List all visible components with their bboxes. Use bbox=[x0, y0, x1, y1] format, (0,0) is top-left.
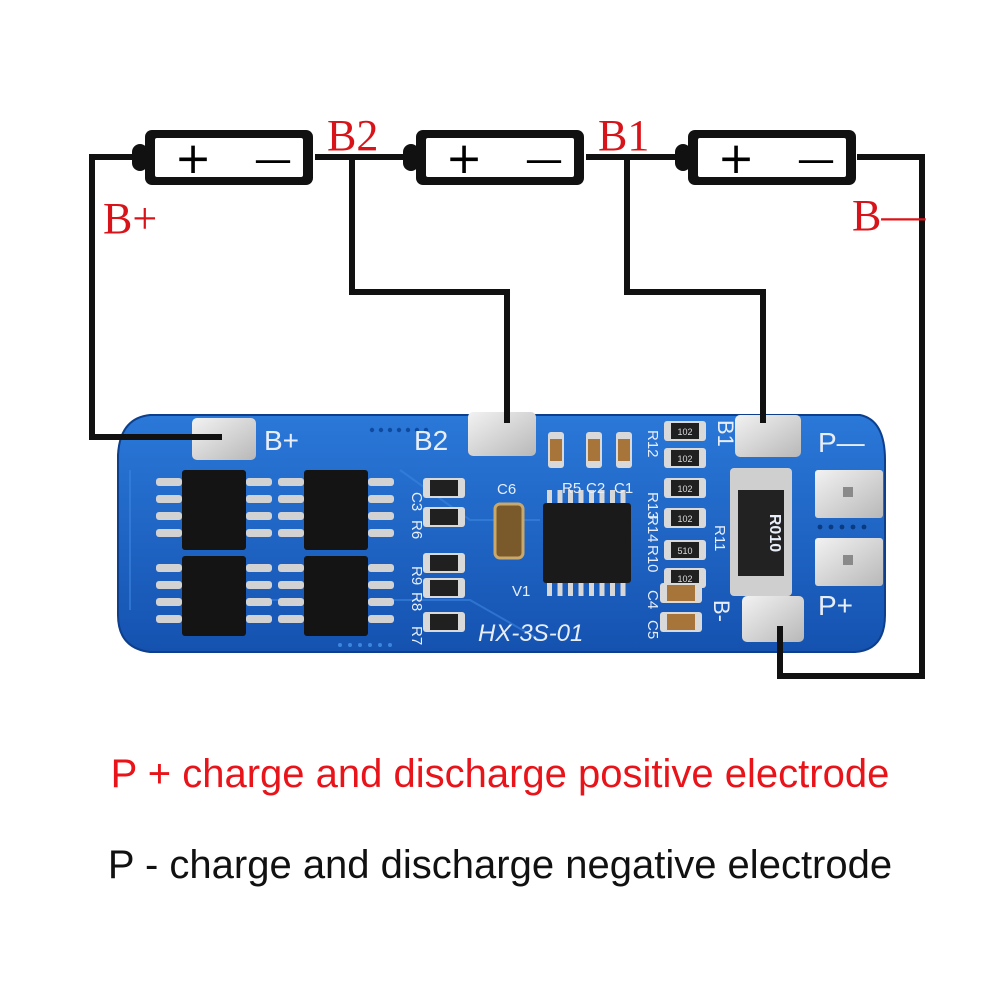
designator-label: R5 bbox=[562, 480, 581, 497]
smd-chip bbox=[616, 432, 632, 468]
designator-label: R10 bbox=[644, 545, 661, 573]
cell-2-plus: + bbox=[446, 133, 483, 184]
mosfet-chip bbox=[278, 556, 394, 636]
designator-label: R6 bbox=[408, 520, 425, 539]
wire-b2 bbox=[315, 154, 510, 423]
chip-marking: 102 bbox=[677, 427, 692, 437]
wire-b1 bbox=[586, 154, 766, 423]
designator-label: R7 bbox=[408, 626, 425, 645]
caption-p-minus: P - charge and discharge negative electr… bbox=[107, 843, 893, 887]
chip-marking: 102 bbox=[677, 574, 692, 584]
mosfet-chip bbox=[278, 470, 394, 550]
mosfet-chip bbox=[156, 470, 272, 550]
pad-b2 bbox=[468, 412, 536, 456]
cell-1-minus: — bbox=[254, 137, 292, 181]
designator-label: R12 bbox=[644, 430, 661, 458]
resistor-marking: R010 bbox=[766, 514, 783, 552]
smd-chip bbox=[664, 478, 706, 498]
cell-1-plus: + bbox=[175, 133, 212, 184]
cell-3-minus: — bbox=[797, 137, 835, 181]
designator-label: R11 bbox=[711, 525, 728, 551]
battery-pack: + — + — + — bbox=[132, 130, 856, 185]
pad-b-minus bbox=[742, 596, 804, 642]
smd-chip bbox=[664, 540, 706, 560]
bms-board: 102 102 102 102 510 102 R010 B+ B2 B1 P— B- P… bbox=[117, 412, 886, 653]
smd-chip bbox=[660, 612, 702, 632]
wiring bbox=[89, 154, 925, 679]
silk-p-plus: P+ bbox=[818, 590, 853, 621]
label-b2: B2 bbox=[327, 111, 378, 160]
designator-label: C6 bbox=[497, 481, 516, 498]
designator-label: C1 bbox=[614, 480, 633, 497]
designator-label: V1 bbox=[512, 583, 530, 600]
smd-chip bbox=[664, 508, 706, 528]
smd-chip bbox=[423, 578, 465, 598]
wire-b-minus bbox=[777, 154, 925, 679]
sense-resistor: R010 bbox=[730, 468, 792, 596]
battery-cell-1: + — bbox=[132, 130, 313, 185]
label-b1: B1 bbox=[598, 111, 649, 160]
smd-chip bbox=[664, 421, 706, 441]
silk-b1: B1 bbox=[713, 420, 738, 447]
smd-chip bbox=[423, 507, 465, 527]
via-dots bbox=[338, 427, 867, 647]
chip-marking: 102 bbox=[677, 484, 692, 494]
capacitor-c6 bbox=[493, 502, 525, 560]
smd-chip bbox=[660, 583, 702, 603]
smd-chip bbox=[423, 478, 465, 498]
pad-b-plus bbox=[192, 418, 256, 460]
cell-2-minus: — bbox=[525, 137, 563, 181]
designator-label: R14 bbox=[644, 515, 661, 543]
silk-b-plus: B+ bbox=[264, 425, 299, 456]
silk-b-minus: B- bbox=[709, 600, 734, 622]
silk-p-minus: P— bbox=[818, 427, 865, 458]
board-model: HX-3S-01 bbox=[478, 620, 583, 647]
controller-ic bbox=[543, 490, 631, 596]
smd-chip bbox=[548, 432, 564, 468]
smd-chip bbox=[586, 432, 602, 468]
smd-chip bbox=[664, 448, 706, 468]
designator-label: C3 bbox=[408, 492, 425, 511]
mosfet-chips bbox=[156, 470, 394, 636]
label-b-plus: B+ bbox=[103, 194, 157, 243]
designator-label: R9 bbox=[408, 566, 425, 585]
designator-label: R8 bbox=[408, 592, 425, 611]
mosfet-chip bbox=[156, 556, 272, 636]
smd-chip bbox=[423, 553, 465, 573]
wire-b-plus bbox=[89, 154, 222, 440]
battery-cell-3: + — bbox=[675, 130, 856, 185]
designator-label: C2 bbox=[586, 480, 605, 497]
designator-label: C4 bbox=[644, 590, 661, 609]
silk-b2: B2 bbox=[414, 425, 448, 456]
designator-label: C5 bbox=[644, 620, 661, 639]
smd-components: 102 102 102 102 510 102 bbox=[423, 421, 706, 632]
label-b-minus: B— bbox=[852, 191, 926, 240]
designator-label: R13 bbox=[644, 492, 661, 520]
chip-marking: 102 bbox=[677, 514, 692, 524]
chip-marking: 510 bbox=[677, 546, 692, 556]
caption-p-plus: P + charge and discharge positive electr… bbox=[110, 752, 890, 796]
chip-marking: 102 bbox=[677, 454, 692, 464]
smd-chip bbox=[423, 612, 465, 632]
pad-b1 bbox=[735, 415, 801, 457]
cell-3-plus: + bbox=[718, 133, 755, 184]
battery-cell-2: + — bbox=[403, 130, 584, 185]
solder-pads bbox=[192, 412, 883, 642]
